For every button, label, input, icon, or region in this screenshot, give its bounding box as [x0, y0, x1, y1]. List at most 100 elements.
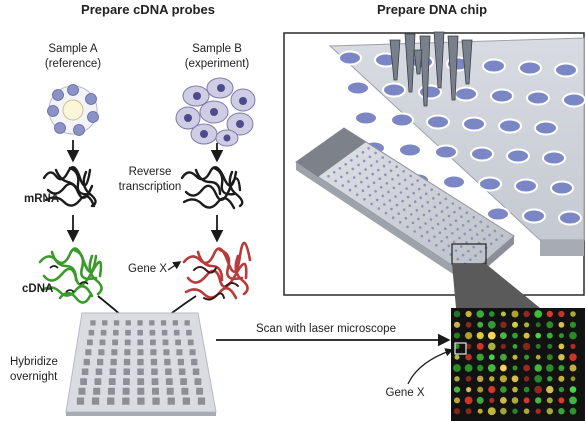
- chip-spot: [411, 221, 415, 225]
- chip-spot: [399, 191, 403, 194]
- result-spot: [523, 310, 530, 318]
- chip-spot: [371, 172, 375, 176]
- slide-spot: [76, 397, 85, 405]
- result-spot: [569, 364, 577, 372]
- plate-well: [498, 118, 522, 134]
- chip-spot: [397, 212, 401, 215]
- chip-spot: [413, 230, 417, 233]
- chip-spot: [341, 184, 345, 187]
- chip-spot: [461, 224, 465, 227]
- slide-spot: [122, 387, 130, 395]
- cdna-experiment-probes: [182, 241, 252, 300]
- chip-spot: [430, 188, 434, 191]
- plate-well: [346, 80, 370, 96]
- result-spot: [500, 364, 507, 372]
- slide-spot: [137, 378, 145, 385]
- plate-well: [522, 208, 546, 224]
- sample-b-cells: [175, 77, 256, 147]
- slide-spot: [137, 349, 144, 356]
- result-spot: [512, 344, 518, 349]
- slide-spot: [108, 378, 116, 385]
- slide-spot: [113, 329, 119, 336]
- slide-spot: [175, 339, 181, 346]
- chip-spot: [419, 196, 423, 199]
- chip-spot: [399, 221, 402, 224]
- result-spot: [569, 321, 577, 328]
- slide-spot: [80, 378, 87, 385]
- result-spot: [465, 332, 473, 340]
- result-spot: [454, 354, 460, 360]
- result-spot: [453, 332, 461, 339]
- chip-spot: [449, 223, 452, 226]
- chip-spot: [429, 218, 433, 221]
- chip-spot: [421, 205, 424, 208]
- slide-spot: [137, 358, 144, 366]
- chip-spot: [452, 240, 456, 244]
- heading-prepare-cdna: Prepare cDNA probes: [81, 2, 215, 17]
- result-spot: [465, 408, 472, 415]
- result-spot: [477, 364, 484, 372]
- slide-spot: [161, 329, 168, 336]
- slide-spot: [192, 368, 200, 375]
- plate-well: [382, 82, 406, 98]
- result-spot: [558, 333, 564, 339]
- chip-spot: [392, 186, 396, 190]
- result-spot: [534, 364, 542, 372]
- chip-spot: [345, 171, 349, 175]
- plate-well: [514, 178, 538, 194]
- chip-spot: [442, 248, 445, 252]
- slide-spot: [196, 387, 204, 395]
- plate-well: [390, 112, 414, 128]
- slide-spot: [180, 378, 187, 385]
- chip-spot: [479, 220, 483, 224]
- chip-spot: [361, 151, 365, 154]
- result-spot: [523, 386, 530, 393]
- chip-spot: [456, 228, 460, 231]
- chip-spot: [458, 206, 462, 210]
- result-spot: [523, 397, 530, 404]
- chip-spot: [435, 244, 438, 247]
- chip-spot: [438, 231, 442, 234]
- result-spot: [546, 364, 554, 372]
- result-spot: [454, 376, 460, 382]
- scanned-microarray: [451, 308, 585, 421]
- chip-spot: [402, 170, 406, 173]
- chip-spot: [422, 213, 426, 217]
- chip-spot: [403, 178, 407, 182]
- slide-spot: [107, 387, 115, 395]
- chip-spot: [446, 206, 449, 209]
- result-spot: [558, 375, 565, 382]
- result-spot: [500, 386, 507, 393]
- chip-spot: [374, 151, 377, 155]
- result-spot: [535, 397, 542, 404]
- slide-spot: [93, 387, 101, 395]
- result-spot: [512, 408, 518, 414]
- result-spot: [546, 310, 553, 318]
- result-spot: [558, 365, 565, 371]
- chip-spot: [423, 183, 427, 187]
- plate-well: [518, 60, 542, 76]
- chip-spot: [358, 172, 362, 175]
- result-spot: [535, 332, 541, 339]
- gene-x-result-label: Gene X: [386, 387, 425, 399]
- chip-spot: [410, 183, 414, 186]
- result-spot: [511, 310, 519, 318]
- result-spot: [569, 386, 577, 393]
- result-spot: [547, 376, 553, 382]
- result-spot: [546, 408, 553, 415]
- scan-label: Scan with laser microscope: [256, 323, 396, 335]
- result-spot: [465, 310, 472, 318]
- chip-spot: [428, 209, 431, 213]
- chip-spot: [396, 174, 400, 177]
- result-spot: [535, 354, 541, 360]
- chip-spot: [415, 209, 419, 212]
- chip-spot: [495, 238, 498, 241]
- result-spot: [500, 332, 507, 339]
- slide-spot: [165, 368, 172, 375]
- slide-spot: [123, 358, 131, 366]
- slide-spot: [187, 339, 194, 346]
- result-spot: [523, 364, 530, 372]
- plate-well: [454, 86, 478, 102]
- result-spot: [488, 311, 495, 317]
- result-spot: [500, 311, 506, 317]
